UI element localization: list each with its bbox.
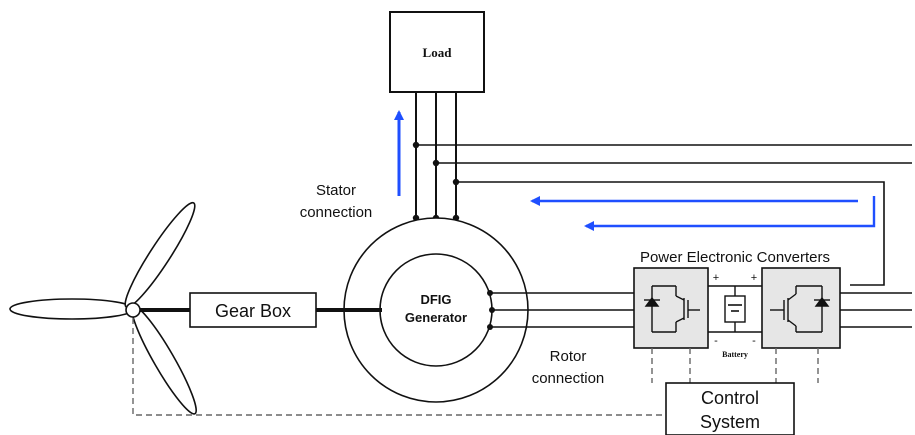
control-system-box bbox=[665, 382, 795, 435]
control-label-1: Control bbox=[701, 388, 759, 408]
turbine-blades-icon bbox=[9, 201, 197, 415]
minus-sign-left: - bbox=[714, 335, 718, 347]
rotor-label-2: connection bbox=[532, 370, 605, 387]
converter-left bbox=[633, 267, 709, 349]
battery-icon bbox=[724, 295, 746, 323]
stator-lines bbox=[415, 92, 457, 218]
dc-link bbox=[708, 285, 762, 333]
feeder-lines bbox=[416, 144, 912, 286]
gearbox-label: Gear Box bbox=[215, 301, 291, 321]
gearbox-box bbox=[189, 292, 317, 328]
control-label-2: System bbox=[700, 412, 760, 432]
battery-label: Battery bbox=[722, 350, 748, 359]
generator-label-2: Generator bbox=[405, 310, 467, 325]
rotor-lines bbox=[490, 292, 912, 328]
converter-right bbox=[761, 267, 841, 349]
load-label: Load bbox=[423, 45, 453, 60]
plus-sign-left: + bbox=[713, 272, 719, 284]
stator-label-1: Stator bbox=[316, 182, 356, 199]
minus-sign-right: - bbox=[752, 335, 756, 347]
rotor-junction-dots bbox=[487, 290, 495, 330]
control-signal-lines bbox=[132, 318, 819, 416]
converters-title: Power Electronic Converters bbox=[640, 249, 830, 266]
rotor-flow-arrow-lower bbox=[584, 196, 876, 231]
generator-label-1: DFIG bbox=[420, 292, 451, 307]
load-box bbox=[389, 11, 485, 93]
rotor-label-1: Rotor bbox=[550, 348, 587, 365]
stator-label-2: connection bbox=[300, 204, 373, 221]
plus-sign-right: + bbox=[751, 272, 757, 284]
